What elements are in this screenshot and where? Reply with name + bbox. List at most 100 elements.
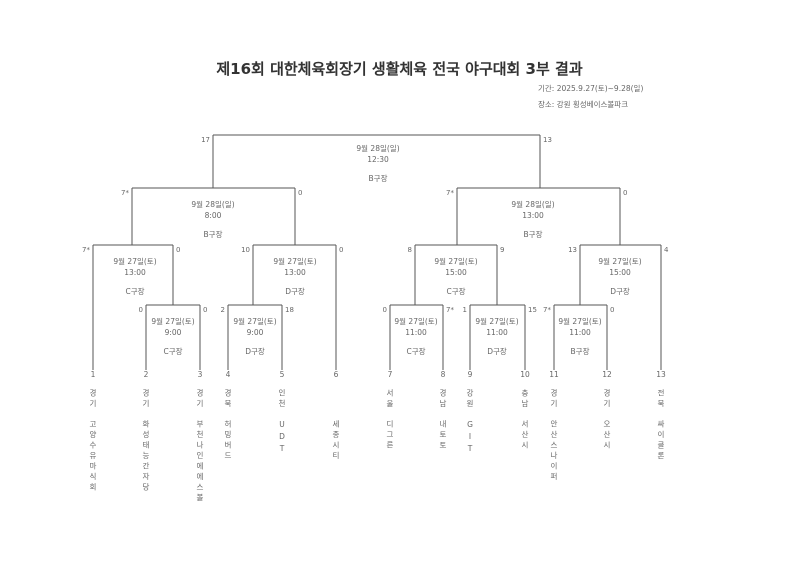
match-time: 15:00	[445, 268, 467, 277]
match-venue: D구장	[487, 347, 507, 356]
score-right: 0	[176, 246, 181, 254]
match-date: 9월 27일(토)	[113, 257, 157, 266]
score-left: 7*	[121, 189, 129, 197]
match-date: 9월 27일(토)	[475, 317, 519, 326]
match-date: 9월 27일(토)	[233, 317, 277, 326]
team-number: 2	[143, 370, 149, 379]
match-venue: B구장	[523, 230, 543, 239]
match-date: 9월 28일(일)	[356, 144, 400, 153]
score-right: 18	[285, 306, 294, 314]
match-time: 9:00	[164, 328, 182, 337]
match-date: 9월 28일(일)	[191, 200, 235, 209]
team-name: 내토토	[438, 420, 448, 452]
score-right: 0	[610, 306, 615, 314]
match-date: 9월 27일(토)	[598, 257, 642, 266]
score-left: 1	[462, 306, 467, 314]
score-right: 0	[298, 189, 303, 197]
page-title: 제16회 대한체육회장기 생활체육 전국 야구대회 3부 결과	[216, 60, 583, 78]
match-date: 9월 28일(일)	[511, 200, 555, 209]
match-venue: D구장	[610, 287, 630, 296]
score-left: 7*	[543, 306, 551, 314]
score-left: 0	[382, 306, 387, 314]
team-region: 경북	[223, 389, 233, 410]
team-number: 6	[333, 370, 339, 379]
team-number: 11	[549, 370, 559, 379]
match-time: 8:00	[204, 211, 222, 220]
team-region: 경기	[195, 389, 205, 410]
team-name: UDT	[277, 420, 287, 456]
match-venue: D구장	[285, 287, 305, 296]
tournament-period: 기간: 2025.9.27(토)~9.28(일)	[538, 84, 644, 93]
match-venue: B구장	[570, 347, 590, 356]
team-region: 경남	[438, 389, 448, 410]
score-right: 9	[500, 246, 505, 254]
match-time: 13:00	[284, 268, 306, 277]
match-date: 9월 27일(토)	[434, 257, 478, 266]
score-right: 0	[203, 306, 208, 314]
team-region: 전북	[656, 389, 666, 410]
score-right: 7*	[446, 306, 454, 314]
score-left: 7*	[82, 246, 90, 254]
match-time: 11:00	[405, 328, 427, 337]
score-right: 0	[623, 189, 628, 197]
score-left: 17	[201, 136, 210, 144]
team-number: 3	[197, 370, 203, 379]
team-region: 경기	[88, 389, 98, 410]
team-name: 서산시	[520, 420, 530, 452]
team-region: 경기	[141, 389, 151, 410]
match-time: 11:00	[486, 328, 508, 337]
score-left: 8	[407, 246, 412, 254]
match-date: 9월 27일(토)	[151, 317, 195, 326]
team-name: 부천나인에에스볼	[195, 420, 205, 504]
score-right: 0	[339, 246, 344, 254]
team-name: 디그른	[385, 420, 395, 452]
score-left: 7*	[446, 189, 454, 197]
match-time: 9:00	[246, 328, 264, 337]
score-left: 13	[568, 246, 577, 254]
match-venue: D구장	[245, 347, 265, 356]
match-venue: C구장	[446, 287, 466, 296]
team-name: 오산시	[602, 420, 612, 452]
team-region: 경기	[549, 389, 559, 410]
match-date: 9월 27일(토)	[394, 317, 438, 326]
match-time: 13:00	[124, 268, 146, 277]
team-number: 12	[602, 370, 612, 379]
match-venue: C구장	[406, 347, 426, 356]
team-number: 8	[440, 370, 446, 379]
score-right: 15	[528, 306, 537, 314]
team-region: 충남	[520, 389, 530, 410]
team-number: 10	[520, 370, 530, 379]
score-right: 13	[543, 136, 552, 144]
team-name: 싸이클론	[656, 420, 666, 462]
team-name: GIT	[465, 420, 475, 456]
match-time: 12:30	[367, 155, 389, 164]
match-time: 13:00	[522, 211, 544, 220]
team-number: 7	[387, 370, 393, 379]
team-name: 세종시티	[331, 420, 341, 462]
match-date: 9월 27일(토)	[273, 257, 317, 266]
score-left: 10	[241, 246, 250, 254]
team-name: 화성태능간자당	[141, 420, 151, 494]
score-left: 2	[220, 306, 225, 314]
match-venue: B구장	[203, 230, 223, 239]
team-number: 5	[279, 370, 285, 379]
tournament-venue: 장소: 강원 횡성베이스볼파크	[538, 100, 629, 109]
team-number: 9	[467, 370, 473, 379]
team-number: 4	[225, 370, 231, 379]
team-region: 경기	[602, 389, 612, 410]
team-region: 서울	[385, 389, 395, 410]
match-date: 9월 27일(토)	[558, 317, 602, 326]
team-name: 고양수유마식회	[88, 420, 98, 494]
team-region: 인천	[277, 389, 287, 410]
team-region: 강원	[465, 389, 475, 410]
match-venue: C구장	[163, 347, 183, 356]
match-venue: B구장	[368, 174, 388, 183]
match-venue: C구장	[125, 287, 145, 296]
match-time: 15:00	[609, 268, 631, 277]
team-name: 안산스나이퍼	[549, 420, 559, 483]
team-name: 허밍버드	[223, 420, 233, 462]
team-number: 13	[656, 370, 666, 379]
score-left: 0	[138, 306, 143, 314]
team-number: 1	[90, 370, 96, 379]
